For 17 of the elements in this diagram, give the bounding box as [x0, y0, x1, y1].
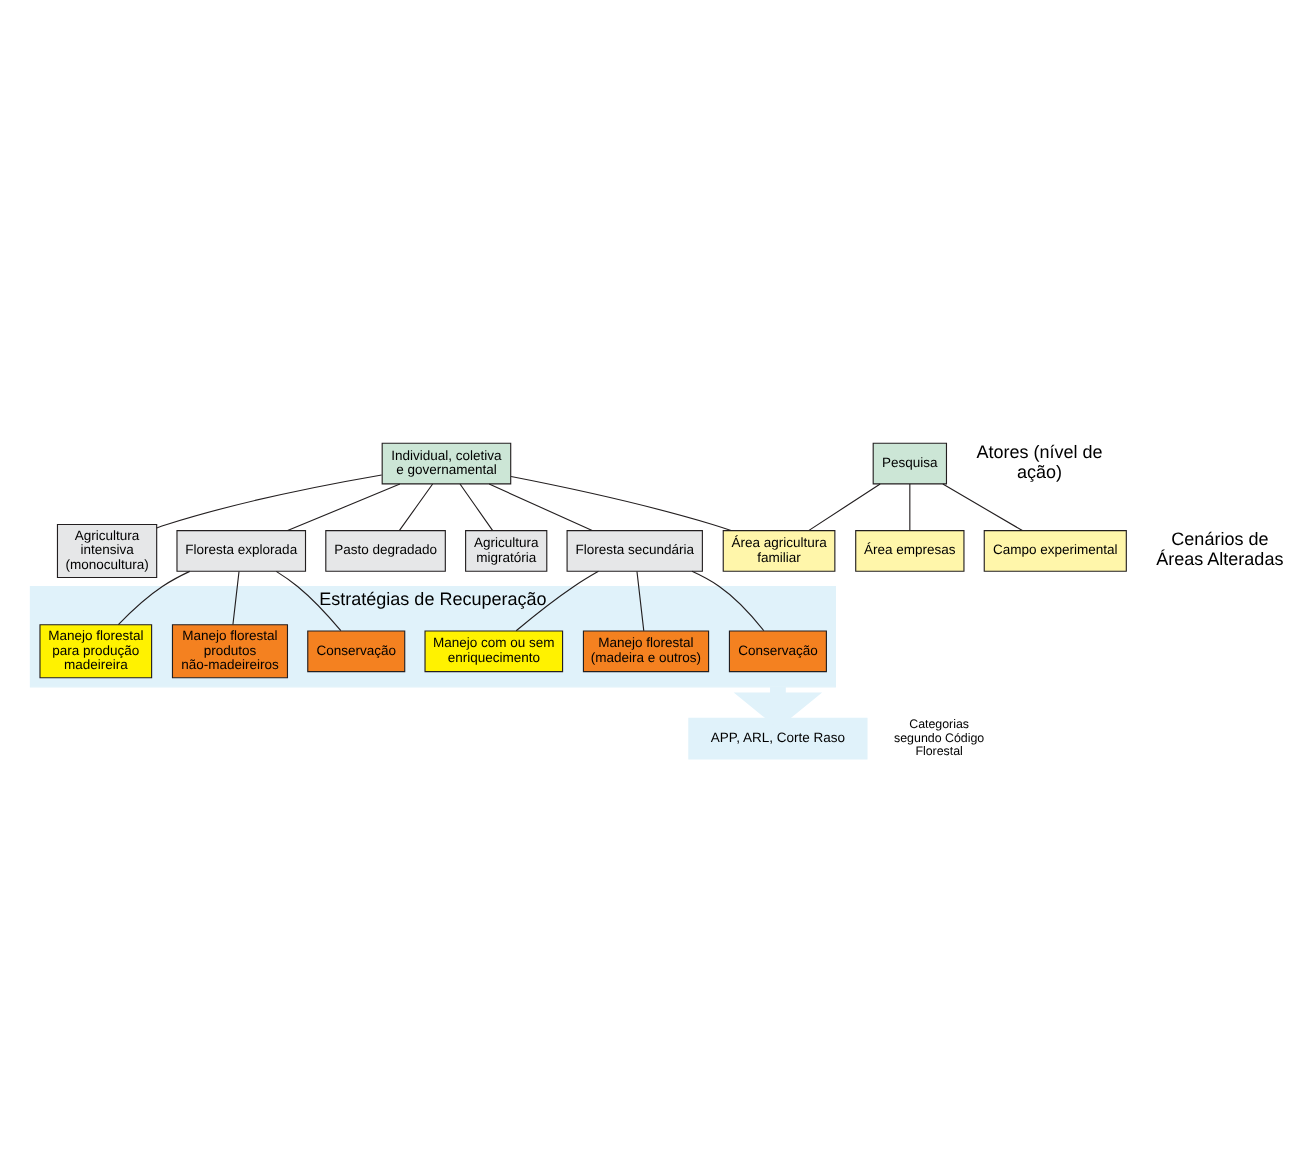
connector — [287, 483, 401, 532]
connector — [488, 483, 593, 532]
connector — [691, 570, 765, 632]
connector — [909, 483, 911, 532]
connector — [459, 483, 494, 532]
connector — [636, 570, 645, 632]
connector — [275, 570, 342, 632]
label: Cenários de Áreas Alteradas — [1156, 529, 1284, 570]
connector — [398, 483, 434, 532]
connector — [232, 570, 240, 626]
connector — [515, 570, 599, 632]
connector — [117, 570, 191, 626]
connector — [510, 475, 732, 532]
connector — [808, 483, 881, 532]
connector — [942, 483, 1023, 532]
connector — [156, 474, 383, 529]
label: Atores (nível de ação) — [976, 441, 1103, 483]
